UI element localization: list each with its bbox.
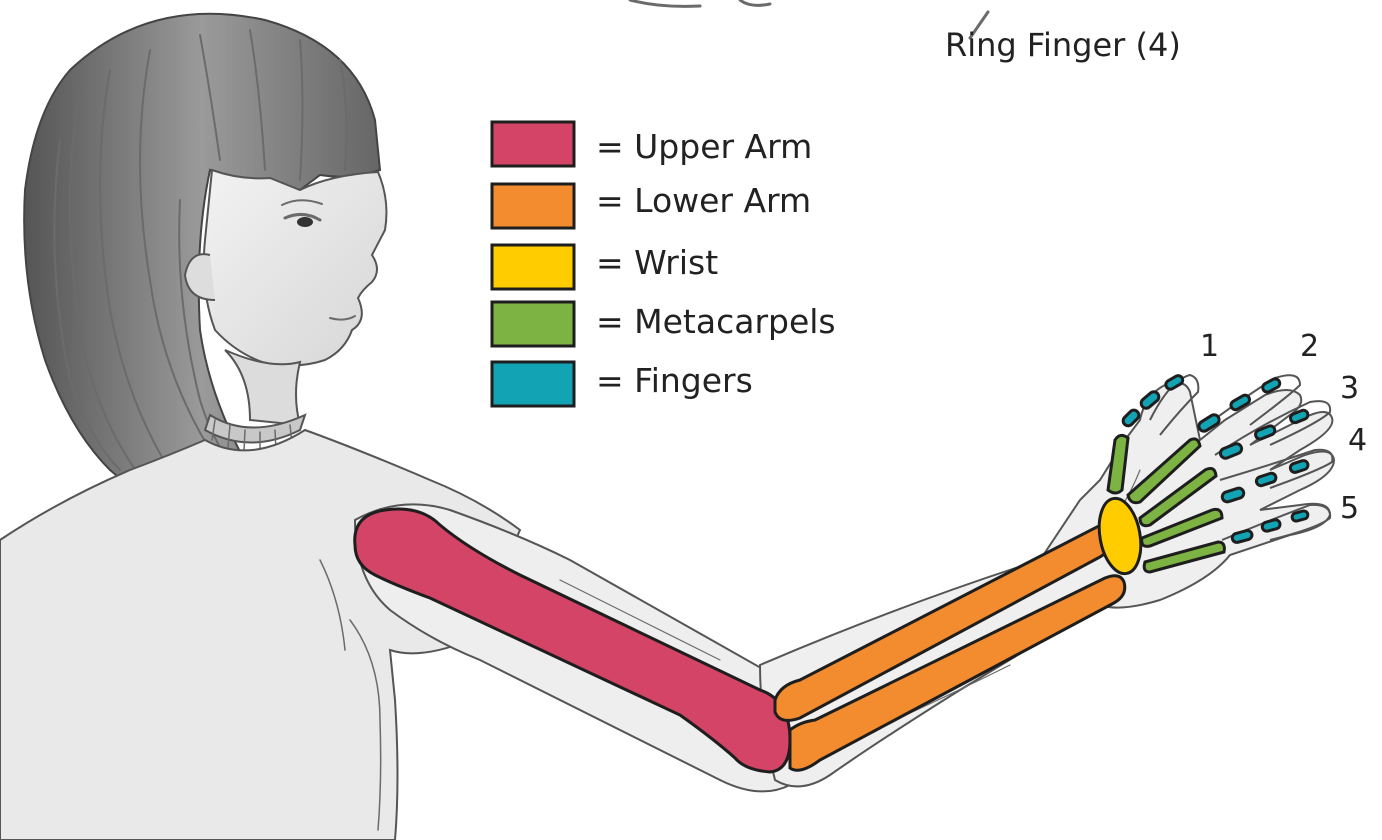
finger-number-4: 4: [1348, 423, 1367, 458]
legend-swatch-lower-arm: [492, 184, 574, 228]
face: [204, 170, 387, 366]
legend-label-metacarpels: = Metacarpels: [596, 302, 836, 341]
finger-number-5: 5: [1340, 491, 1359, 526]
finger-number-1: 1: [1200, 329, 1219, 364]
legend-swatch-metacarpels: [492, 302, 574, 346]
ring-finger-label: Ring Finger (4): [945, 26, 1181, 64]
legend-label-upper-arm: = Upper Arm: [596, 127, 812, 166]
finger-number-3: 3: [1340, 371, 1359, 406]
legend: = Upper Arm = Lower Arm = Wrist = Metaca…: [492, 122, 836, 406]
legend-item-lower-arm: = Lower Arm: [492, 181, 811, 228]
legend-swatch-fingers: [492, 362, 574, 406]
legend-swatch-upper-arm: [492, 122, 574, 166]
legend-label-lower-arm: = Lower Arm: [596, 181, 811, 220]
legend-item-fingers: = Fingers: [492, 361, 753, 406]
legend-swatch-wrist: [492, 245, 574, 289]
top-label-fragment: [630, 0, 988, 38]
legend-label-wrist: = Wrist: [596, 243, 718, 282]
legend-item-wrist: = Wrist: [492, 243, 718, 289]
legend-item-upper-arm: = Upper Arm: [492, 122, 812, 166]
finger-number-2: 2: [1300, 329, 1319, 364]
legend-item-metacarpels: = Metacarpels: [492, 302, 836, 346]
legend-label-fingers: = Fingers: [596, 361, 753, 400]
